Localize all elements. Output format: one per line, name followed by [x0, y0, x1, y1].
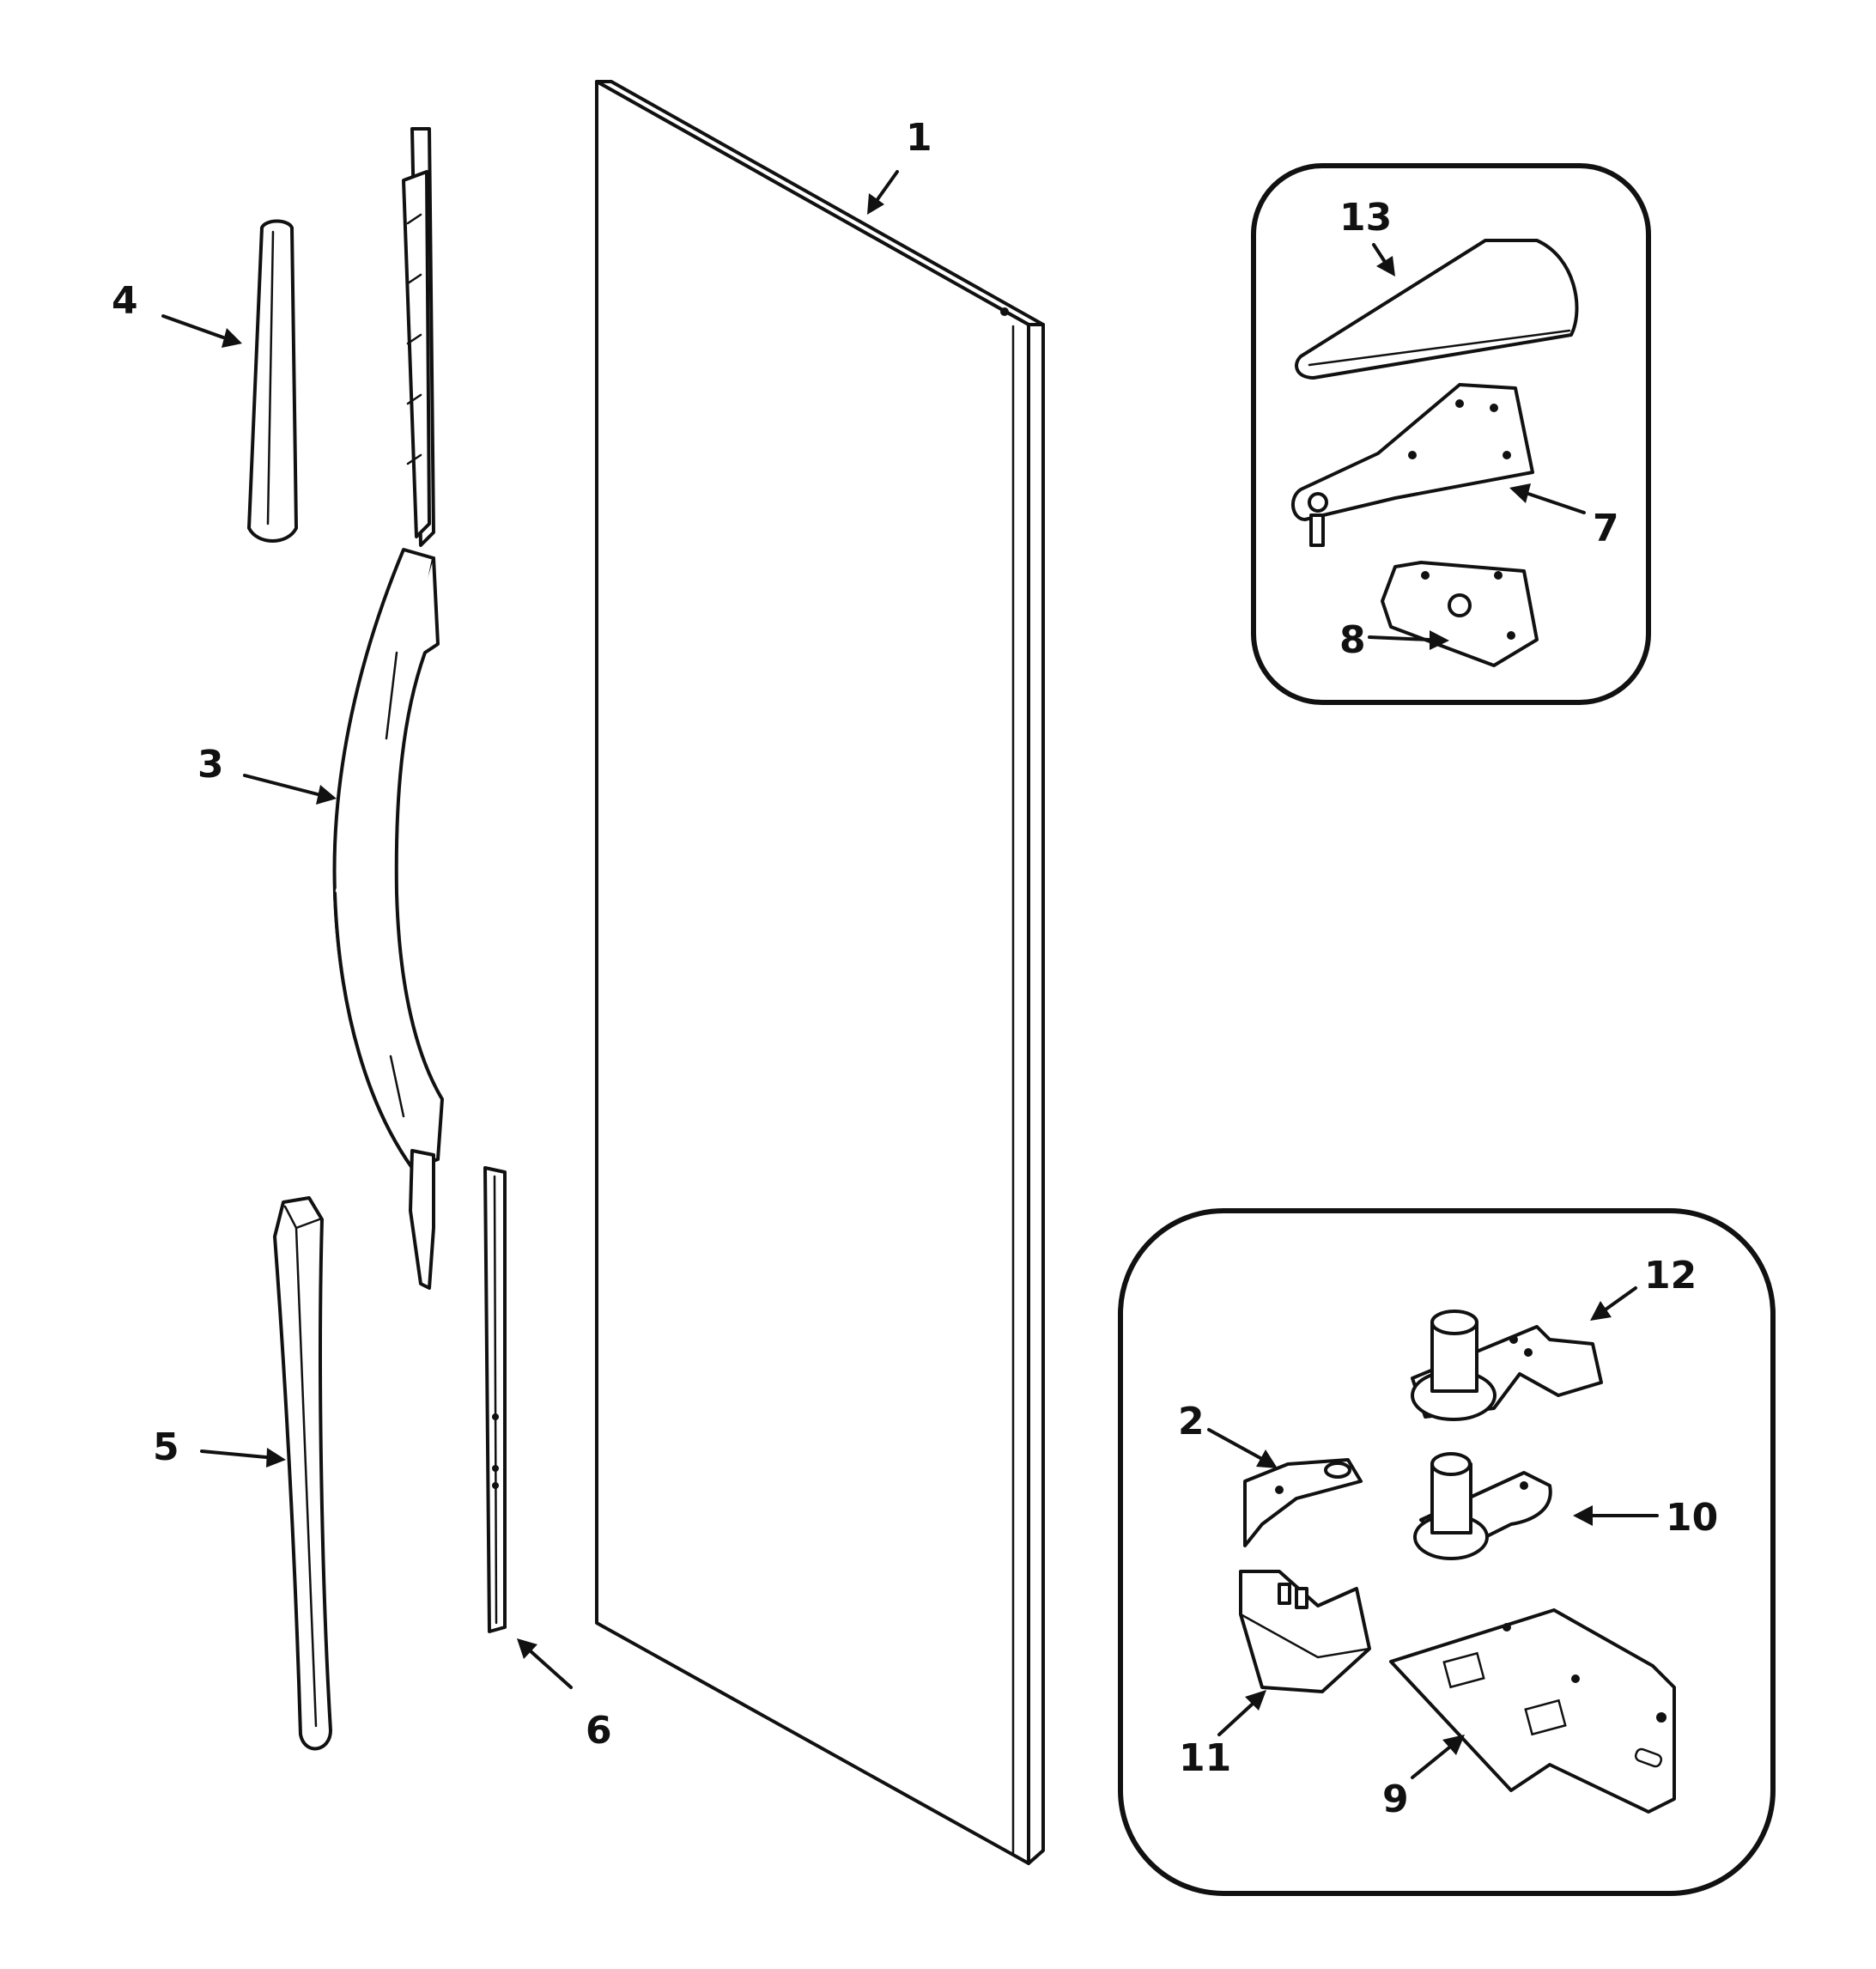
part-5-lower-trim-cap	[273, 1196, 332, 1751]
callout-2: 2	[1178, 1400, 1205, 1443]
part-9-lower-hinge-bracket	[1389, 1608, 1676, 1814]
callout-5: 5	[153, 1425, 179, 1469]
part-12-hinge-pin-bracket	[1411, 1310, 1603, 1421]
part-7-upper-hinge	[1291, 383, 1534, 547]
upper-hinge-inset	[1251, 163, 1651, 705]
callout-7: 7	[1593, 507, 1619, 550]
part-6-trim-strip	[483, 1166, 507, 1633]
callout-labels: 1 2 3 4 5 6 7 8 9 10 11 12 13	[112, 116, 1718, 1821]
part-11-lower-hinge-cover	[1239, 1570, 1371, 1693]
callout-3: 3	[197, 743, 224, 787]
part-8-hinge-shim	[1381, 561, 1539, 667]
callout-12: 12	[1644, 1254, 1697, 1297]
callout-13: 13	[1339, 196, 1392, 240]
callout-1: 1	[906, 116, 932, 160]
lower-hinge-inset	[1118, 1208, 1776, 1896]
part-2-small-bracket	[1243, 1458, 1363, 1547]
callout-9: 9	[1382, 1778, 1409, 1821]
callout-10: 10	[1666, 1496, 1718, 1540]
leader-arrows	[161, 170, 1659, 1779]
part-13-hinge-cover	[1295, 239, 1579, 380]
callout-11: 11	[1179, 1736, 1231, 1780]
callout-4: 4	[112, 279, 138, 323]
part-10-hinge-pin	[1413, 1452, 1552, 1560]
callout-8: 8	[1339, 618, 1366, 662]
part-3-door-handle	[332, 127, 444, 1290]
part-1-door-panel	[595, 80, 1045, 1865]
part-4-upper-trim-cap	[247, 219, 298, 543]
callout-6: 6	[586, 1709, 612, 1753]
